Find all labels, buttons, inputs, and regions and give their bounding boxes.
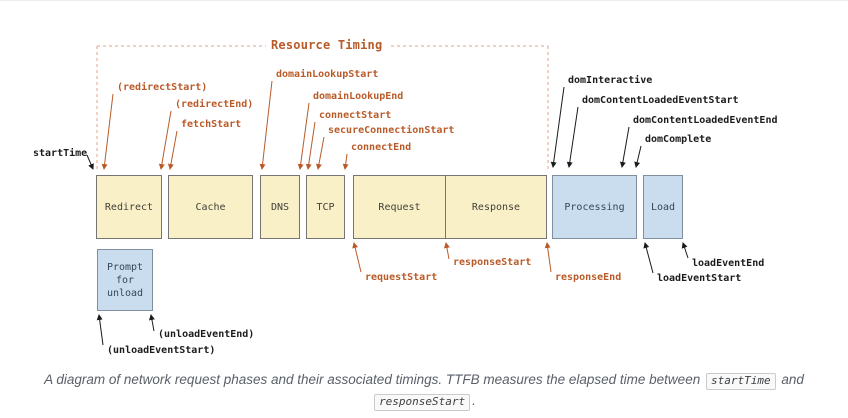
resource-timing-title: Resource Timing (271, 38, 383, 52)
timing-label-requestStart: requestStart (365, 272, 438, 283)
arrow-domInteractive (550, 86, 565, 168)
phase-box-label: Response (471, 201, 521, 213)
phase-box-dns: DNS (260, 175, 300, 239)
timing-label-redirectStart: (redirectStart) (117, 82, 208, 93)
timing-label-responseStart: responseStart (453, 257, 532, 268)
phase-box-label: Redirect (104, 201, 154, 213)
caption-text: and (777, 372, 804, 387)
timing-label-connectStart: connectStart (319, 110, 392, 121)
phase-box-redirect: Redirect (96, 175, 162, 239)
arrow-loadEventStart (643, 242, 654, 274)
phase-box-label: DNS (270, 201, 290, 213)
timing-label-loadEventStart: loadEventStart (657, 273, 742, 284)
caption-text: . (472, 393, 476, 408)
arrow-secureConnectionStart (315, 136, 325, 170)
timing-label-startTime: startTime (33, 148, 88, 159)
timing-label-loadEventEnd: loadEventEnd (692, 258, 765, 269)
arrow-domainLookupStart (259, 80, 273, 170)
phase-box-response: Response (445, 175, 547, 239)
timing-label-secureConnectionStart: secureConnectionStart (328, 125, 455, 136)
resource-timing-bracket (96, 45, 549, 170)
arrow-connectEnd (342, 153, 349, 170)
caption-text: A diagram of network request phases and … (44, 372, 704, 387)
timing-label-connectEnd: connectEnd (351, 142, 412, 153)
timing-label-domainLookupStart: domainLookupStart (276, 69, 379, 80)
arrow-redirectStart (101, 93, 114, 170)
arrow-domainLookupEnd (297, 102, 310, 170)
timing-label-domainLookupEnd: domainLookupEnd (313, 91, 404, 102)
inline-code-startTime: startTime (705, 373, 776, 390)
timing-label-fetchStart: fetchStart (181, 119, 242, 130)
arrow-fetchStart (167, 130, 178, 170)
phase-box-label: Processing (564, 201, 625, 213)
timing-label-domContentLoadedEventStart: domContentLoadedEventStart (582, 95, 739, 106)
arrow-startTime (86, 154, 94, 170)
arrow-unloadEventEnd (148, 314, 155, 332)
caption-line-1: A diagram of network request phases and … (0, 369, 848, 390)
arrow-unloadEventStart (96, 314, 104, 346)
phase-box-tcp: TCP (306, 175, 345, 239)
phase-box-load: Load (643, 175, 683, 239)
phase-box-label: TCP (316, 201, 335, 213)
arrow-responseEnd (544, 242, 552, 273)
arrow-connectStart (305, 121, 316, 170)
phase-box-processing: Processing (552, 175, 637, 239)
timing-label-redirectEnd: (redirectEnd) (175, 99, 254, 110)
phase-box-label: Request (378, 201, 421, 213)
arrow-loadEventEnd (681, 242, 689, 259)
phase-box-label: Cache (195, 201, 226, 213)
timing-label-responseEnd: responseEnd (555, 272, 622, 283)
arrow-domContentLoadedEventStart (566, 106, 579, 168)
timing-label-unloadEventEnd: (unloadEventEnd) (158, 329, 255, 340)
phase-box-request: Request (353, 175, 446, 239)
phase-box-label: Load (650, 201, 676, 213)
timing-label-domComplete: domComplete (645, 134, 712, 145)
inline-code-responseStart: responseStart (374, 394, 471, 411)
arrow-domComplete (634, 145, 642, 168)
arrow-domContentLoadedEventEnd (619, 126, 630, 168)
figure-caption: A diagram of network request phases and … (0, 369, 848, 411)
timing-label-unloadEventStart: (unloadEventStart) (107, 345, 216, 356)
phase-box-cache: Cache (168, 175, 253, 239)
caption-line-2: responseStart. (0, 390, 848, 411)
arrow-responseStart (443, 242, 450, 260)
arrow-requestStart (352, 242, 362, 273)
timing-label-domInteractive: domInteractive (568, 75, 653, 86)
arrow-redirectEnd (158, 110, 172, 170)
timing-label-domContentLoadedEventEnd: domContentLoadedEventEnd (633, 115, 778, 126)
